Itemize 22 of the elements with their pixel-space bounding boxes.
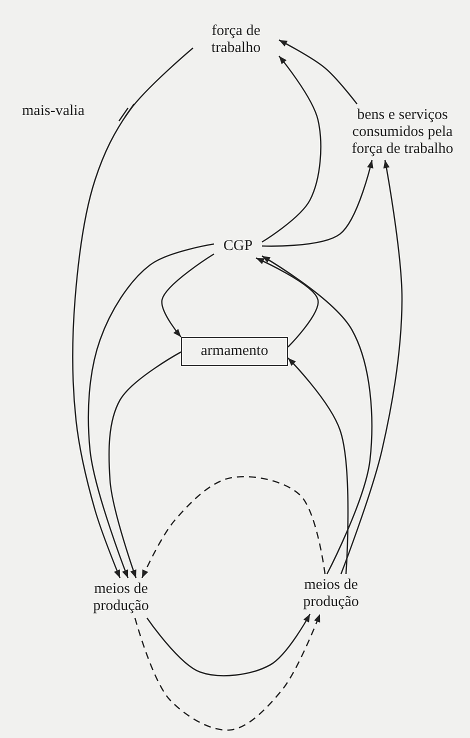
node-label: bens e serviços consumidos pela força de trabalho [350, 106, 454, 158]
arrow [340, 160, 403, 574]
arrow [88, 243, 214, 578]
arrow [108, 351, 182, 578]
arrow [134, 614, 321, 731]
node-label: força de trabalho [210, 23, 262, 57]
arrow [146, 614, 311, 676]
node-label: armamento [200, 343, 268, 360]
node-label: meios de produção [302, 577, 360, 611]
arrow [256, 257, 319, 348]
node-label: CGP [223, 238, 253, 254]
arrow [72, 48, 194, 578]
arrow [262, 160, 374, 247]
arrow [288, 358, 349, 574]
process-box [181, 337, 288, 366]
arrow [262, 56, 322, 243]
node-label: meios de produção [92, 581, 150, 615]
edge-label: mais-valia [22, 103, 84, 120]
arrow [161, 253, 214, 338]
arrow [262, 255, 372, 574]
arrow [278, 39, 358, 104]
arrow [141, 476, 326, 578]
